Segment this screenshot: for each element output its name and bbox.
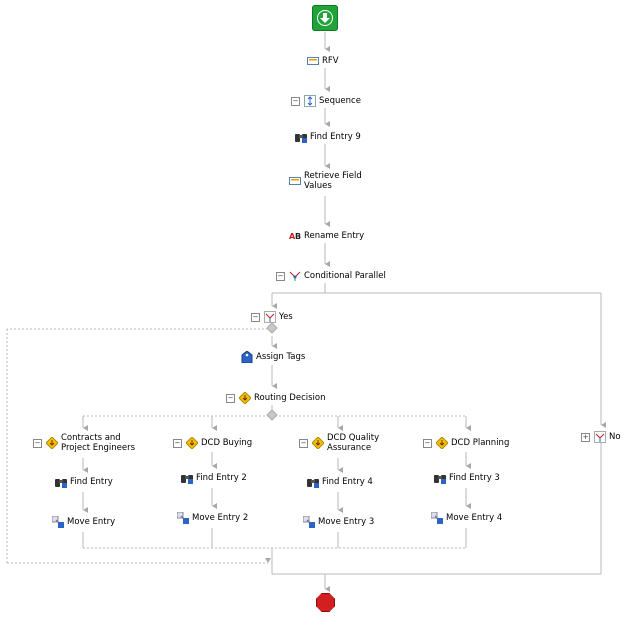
move-entry-4-activity[interactable]: Move Entry 4 — [430, 511, 503, 524]
stop-node[interactable] — [316, 593, 335, 612]
find-entry-4-label: Find Entry 4 — [322, 477, 373, 487]
expand-toggle[interactable]: + — [581, 432, 590, 442]
route-dcd-planning[interactable]: − DCD Planning — [423, 436, 510, 450]
route-title: DCD Planning — [451, 438, 510, 448]
move-entry-2-label: Move Entry 2 — [192, 513, 249, 523]
move-entry-3-label: Move Entry 3 — [318, 517, 375, 527]
no-branch-label: No — [609, 432, 621, 442]
conditional-parallel-label: Conditional Parallel — [304, 271, 386, 281]
move-entry-3-activity[interactable]: Move Entry 3 — [302, 515, 375, 528]
route-title: DCD Quality Assurance — [327, 433, 380, 453]
move-entry-icon — [430, 511, 443, 524]
field-form-icon — [307, 55, 319, 67]
retrieve-field-values-label: Retrieve Field Values — [304, 171, 362, 191]
collapse-toggle[interactable]: − — [33, 438, 42, 448]
move-entry-icon — [51, 515, 64, 528]
decision-icon — [45, 436, 59, 450]
field-form-icon — [289, 175, 301, 187]
assign-tags-activity[interactable]: Assign Tags — [241, 350, 306, 364]
collapse-toggle[interactable]: − — [226, 393, 235, 403]
find-entry-3-label: Find Entry 3 — [449, 473, 500, 483]
binoculars-icon — [307, 476, 319, 488]
sequence-icon — [304, 95, 316, 107]
routing-decision-label: Routing Decision — [254, 393, 326, 403]
rename-entry-label: Rename Entry — [304, 231, 365, 241]
svg-text:A: A — [289, 232, 296, 241]
sequence-label: Sequence — [319, 96, 361, 106]
find-entry-2-activity[interactable]: Find Entry 2 — [181, 472, 247, 484]
move-entry-label: Move Entry — [67, 517, 116, 527]
move-entry-2-activity[interactable]: Move Entry 2 — [176, 511, 249, 524]
collapse-toggle[interactable]: − — [251, 312, 260, 322]
move-entry-activity[interactable]: Move Entry — [51, 515, 116, 528]
route-title: Contracts and Project Engineers — [61, 433, 136, 453]
find-entry-9-label: Find Entry 9 — [310, 132, 361, 142]
binoculars-icon — [434, 472, 446, 484]
find-entry-2-label: Find Entry 2 — [196, 473, 247, 483]
sequence-activity[interactable]: − Sequence — [291, 95, 361, 107]
branch-condition-icon — [264, 311, 276, 323]
conditional-parallel-icon — [289, 270, 301, 282]
start-icon — [317, 10, 333, 26]
conditional-parallel-activity[interactable]: − Conditional Parallel — [276, 270, 386, 282]
decision-icon — [185, 436, 199, 450]
find-entry-4-activity[interactable]: Find Entry 4 — [307, 476, 373, 488]
route-title: DCD Buying — [201, 438, 253, 448]
find-entry-9-activity[interactable]: Find Entry 9 — [295, 131, 361, 143]
tag-icon — [241, 350, 253, 364]
retrieve-field-values-activity[interactable]: Retrieve Field Values — [289, 171, 364, 191]
binoculars-icon — [295, 131, 307, 143]
yes-branch-label: Yes — [279, 312, 293, 322]
assign-tags-label: Assign Tags — [256, 352, 306, 362]
start-node[interactable] — [312, 5, 338, 31]
yes-branch[interactable]: − Yes — [251, 311, 293, 323]
route-dcd-buying[interactable]: − DCD Buying — [173, 436, 253, 450]
binoculars-icon — [55, 476, 67, 488]
route-contracts-project-engineers[interactable]: − Contracts and Project Engineers — [33, 433, 139, 453]
decision-icon — [311, 436, 325, 450]
decision-icon — [238, 391, 252, 405]
collapse-toggle[interactable]: − — [299, 438, 308, 448]
move-entry-icon — [302, 515, 315, 528]
rfv-label: RFV — [322, 56, 339, 66]
svg-text:B: B — [295, 232, 301, 241]
collapse-toggle[interactable]: − — [276, 271, 285, 281]
move-entry-icon — [176, 511, 189, 524]
branch-condition-icon — [594, 431, 606, 443]
collapse-toggle[interactable]: − — [291, 96, 300, 106]
rfv-activity[interactable]: RFV — [307, 55, 339, 67]
collapse-toggle[interactable]: − — [173, 438, 182, 448]
find-entry-activity[interactable]: Find Entry — [55, 476, 113, 488]
route-dcd-quality-assurance[interactable]: − DCD Quality Assurance — [299, 433, 385, 453]
find-entry-3-activity[interactable]: Find Entry 3 — [434, 472, 500, 484]
decision-icon — [435, 436, 449, 450]
binoculars-icon — [181, 472, 193, 484]
find-entry-label: Find Entry — [70, 477, 113, 487]
move-entry-4-label: Move Entry 4 — [446, 513, 503, 523]
routing-decision-activity[interactable]: − Routing Decision — [226, 391, 326, 405]
no-branch[interactable]: + No — [581, 431, 621, 443]
collapse-toggle[interactable]: − — [423, 438, 432, 448]
